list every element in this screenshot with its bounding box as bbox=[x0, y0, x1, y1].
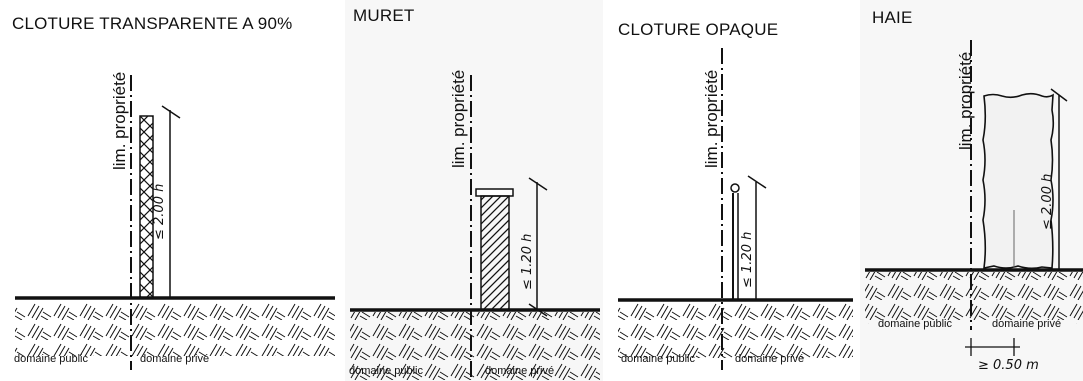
panel-title: HAIE bbox=[872, 8, 913, 27]
ground-hatching bbox=[350, 312, 600, 381]
low-wall bbox=[480, 195, 510, 311]
panel-hedge: HAIE lim. propriété ≤ 2.00 h domaine pub… bbox=[860, 0, 1083, 381]
panel-low-wall: MURET lim. propriété ≤ 1.20 h domaine pu… bbox=[345, 0, 603, 381]
property-limit-label: lim. propriété bbox=[956, 51, 975, 150]
panel-transparent-fence: CLOTURE TRANSPARENTE A 90% lim. propriét… bbox=[0, 0, 345, 381]
height-label: ≤ 2.00 h bbox=[152, 183, 167, 240]
dimension-tick bbox=[161, 105, 181, 119]
panel-hedge-drawing bbox=[865, 40, 1083, 356]
public-domain-label: domaine public bbox=[14, 353, 88, 365]
panel-low-wall-drawing bbox=[350, 75, 600, 381]
height-label: ≤ 2.00 h bbox=[1040, 173, 1055, 230]
panel-transparent-fence-drawing bbox=[15, 75, 335, 370]
property-limit-label: lim. propriété bbox=[110, 71, 129, 170]
wall-coping bbox=[475, 188, 514, 197]
public-domain-label: domaine public bbox=[349, 365, 423, 377]
panel-opaque-fence-drawing bbox=[618, 48, 853, 370]
public-domain-label: domaine public bbox=[621, 353, 695, 365]
property-limit-label: lim. propriété bbox=[702, 69, 721, 168]
offset-label: ≥ 0.50 m bbox=[978, 358, 1039, 373]
private-domain-label: domaine privé bbox=[140, 353, 210, 365]
panel-opaque-fence: CLOTURE OPAQUE lim. propriété ≤ 1.20 h d… bbox=[603, 0, 860, 381]
hedge bbox=[982, 92, 1055, 270]
dimension-tick bbox=[528, 303, 548, 317]
dimension-tick bbox=[1050, 88, 1068, 102]
panel-title: CLOTURE TRANSPARENTE A 90% bbox=[12, 14, 293, 33]
ground-hatching bbox=[15, 300, 335, 356]
public-domain-label: domaine public bbox=[878, 318, 952, 330]
transparent-fence bbox=[139, 115, 154, 299]
private-domain-label: domaine privé bbox=[485, 365, 555, 377]
panel-title: MURET bbox=[353, 6, 415, 25]
panel-title: CLOTURE OPAQUE bbox=[618, 20, 779, 39]
ground-hatching bbox=[618, 302, 853, 358]
dimension-tick bbox=[528, 177, 548, 191]
ground-hatching bbox=[865, 272, 1083, 324]
post-cap bbox=[730, 183, 740, 193]
height-label: ≤ 1.20 h bbox=[520, 233, 535, 290]
dimension-tick bbox=[747, 175, 767, 189]
private-domain-label: domaine privé bbox=[992, 318, 1062, 330]
height-label: ≤ 1.20 h bbox=[740, 231, 755, 288]
private-domain-label: domaine privé bbox=[735, 353, 805, 365]
property-limit-label: lim. propriété bbox=[449, 69, 468, 168]
